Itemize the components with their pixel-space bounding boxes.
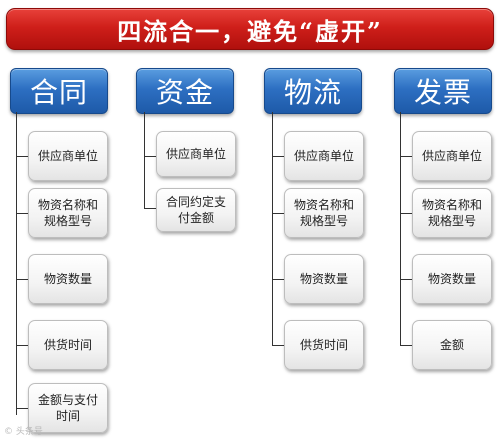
item-label: 供应商单位 (37, 149, 98, 163)
item-label: 物资名称和规格型号 (421, 198, 482, 228)
column-header-label: 物流 (283, 76, 342, 109)
item-label: 供应商单位 (165, 147, 226, 161)
list-item: 物资数量 (284, 254, 364, 304)
column-header-logistics: 物流 (264, 68, 362, 114)
list-item: 物资名称和规格型号 (28, 188, 108, 238)
connector-branch (16, 345, 28, 346)
item-label: 物资名称和规格型号 (37, 198, 98, 228)
item-label: 供应商单位 (421, 149, 482, 163)
list-item: 供应商单位 (412, 131, 492, 181)
list-item: 供应商单位 (156, 131, 236, 177)
list-item: 供货时间 (28, 320, 108, 370)
item-label: 物资数量 (427, 272, 476, 286)
connector-branch (144, 156, 156, 157)
connector-branch (400, 156, 412, 157)
column-header-label: 合同 (29, 76, 88, 109)
connector-branch (144, 208, 156, 209)
connector-branch (272, 213, 284, 214)
connector-branch (16, 156, 28, 157)
item-label: 供货时间 (43, 338, 92, 352)
connector-line (144, 112, 145, 208)
item-label: 物资数量 (43, 272, 92, 286)
connector-branch (400, 279, 412, 280)
banner-title: 四流合一，避免“虚开” (117, 16, 383, 46)
title-banner: 四流合一，避免“虚开” (6, 8, 494, 50)
column-header-funds: 资金 (136, 68, 234, 114)
column-header-label: 资金 (155, 76, 214, 109)
connector-branch (16, 408, 28, 409)
connector-branch (272, 345, 284, 346)
connector-branch (400, 345, 412, 346)
column-header-contract: 合同 (10, 68, 108, 114)
connector-line (400, 112, 401, 345)
item-label: 物资数量 (299, 272, 348, 286)
connector-branch (272, 279, 284, 280)
connector-branch (16, 279, 28, 280)
list-item: 供货时间 (284, 320, 364, 370)
connector-line (16, 112, 17, 415)
connector-line (272, 112, 273, 345)
list-item: 金额 (412, 320, 492, 370)
connector-branch (272, 156, 284, 157)
list-item: 供应商单位 (284, 131, 364, 181)
column-header-invoice: 发票 (394, 68, 492, 114)
list-item: 物资数量 (28, 254, 108, 304)
item-label: 金额 (439, 338, 464, 352)
list-item: 供应商单位 (28, 131, 108, 181)
list-item: 物资数量 (412, 254, 492, 304)
watermark: © 头条号 (4, 427, 43, 437)
item-label: 合同约定支付金额 (165, 195, 226, 225)
item-label: 供应商单位 (293, 149, 354, 163)
connector-branch (400, 213, 412, 214)
item-label: 物资名称和规格型号 (293, 198, 354, 228)
list-item: 合同约定支付金额 (156, 188, 236, 232)
list-item: 物资名称和规格型号 (284, 188, 364, 238)
item-label: 金额与支付时间 (37, 393, 98, 423)
item-label: 供货时间 (299, 338, 348, 352)
connector-branch (16, 213, 28, 214)
column-header-label: 发票 (413, 76, 472, 109)
list-item: 金额与支付时间 (28, 383, 108, 433)
list-item: 物资名称和规格型号 (412, 188, 492, 238)
